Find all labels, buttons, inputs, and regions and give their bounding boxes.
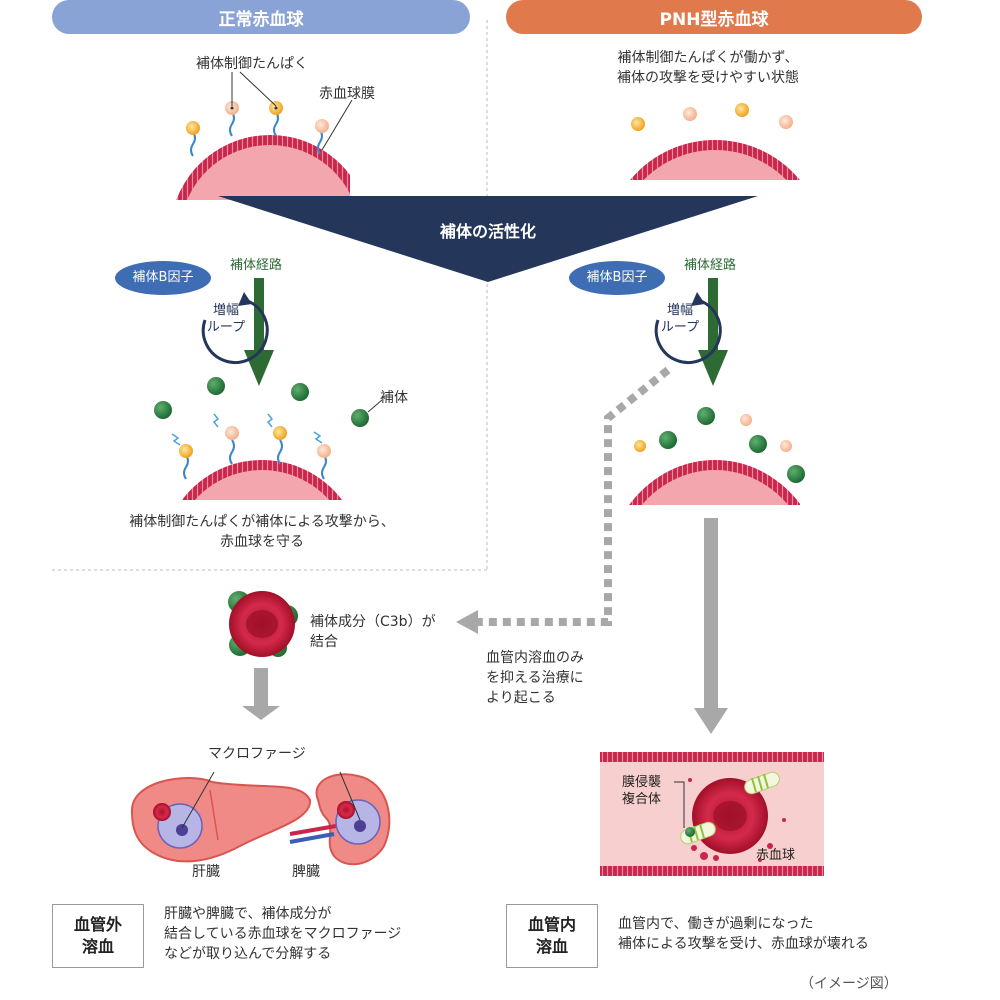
liver-illustration <box>130 771 312 863</box>
c3b-line-2: 結合 <box>310 634 338 650</box>
left-loop-label: 増幅 ループ <box>196 302 256 336</box>
left-header: 正常赤血球 <box>52 0 470 34</box>
extravascular-line-1: 肝臓や脾臓で、補体成分が <box>164 906 332 922</box>
c3b-line-1: 補体成分（C3b）が <box>310 614 436 630</box>
treatment-text: 血管内溶血のみ を抑える治療に より起こる <box>486 648 584 708</box>
macrophage-label: マクロファージ <box>208 746 306 762</box>
activation-funnel <box>218 196 758 282</box>
extravascular-line-3: などが取り込んで分解する <box>164 946 332 962</box>
treatment-line-2: を抑える治療に <box>486 670 584 686</box>
rbc-label: 赤血球 <box>756 848 796 863</box>
right-desc-line-2: 補体の攻撃を受けやすい状態 <box>617 70 799 86</box>
extravascular-tag-line-1: 血管外 <box>73 915 122 934</box>
liver-label: 肝臓 <box>192 864 220 880</box>
treatment-dotted-arrow <box>456 366 671 634</box>
label-regulator-protein: 補体制御たんぱく <box>196 56 308 72</box>
c3b-bound-rbc <box>228 591 298 657</box>
right-desc-line-1: 補体制御たんぱくが働かず、 <box>617 50 799 66</box>
right-factor-b-label: 補体B因子 <box>586 270 648 285</box>
extravascular-line-2: 結合している赤血球をマクロファージ <box>164 926 402 942</box>
left-pathway <box>115 261 274 386</box>
extravascular-text: 肝臓や脾臓で、補体成分が 結合している赤血球をマクロファージ などが取り込んで分… <box>164 904 401 964</box>
label-rbc-membrane: 赤血球膜 <box>319 86 375 102</box>
complement-label: 補体 <box>380 390 408 406</box>
spleen-label: 脾臓 <box>292 864 320 880</box>
intravascular-text: 血管内で、働きが過剰になった 補体による攻撃を受け、赤血球が壊れる <box>618 914 869 954</box>
right-header: PNH型赤血球 <box>506 0 922 34</box>
loop-line-2: ループ <box>206 320 246 335</box>
left-protect-text: 補体制御たんぱくが補体による攻撃から、 赤血球を守る <box>82 512 442 552</box>
loop-line-1: 増幅 <box>212 303 239 318</box>
gray-arrow-right <box>694 518 728 734</box>
intravascular-line-1: 血管内で、働きが過剰になった <box>618 916 814 932</box>
extravascular-tag-line-2: 溶血 <box>81 937 114 956</box>
protect-line-1: 補体制御たんぱくが補体による攻撃から、 <box>129 514 395 530</box>
left-factor-b-label: 補体B因子 <box>132 270 194 285</box>
right-pathway <box>569 261 728 386</box>
loop-line-2: ループ <box>660 320 700 335</box>
intravascular-tag-line-2: 溶血 <box>535 937 568 956</box>
gray-arrow-left <box>242 668 280 720</box>
intravascular-line-2: 補体による攻撃を受け、赤血球が壊れる <box>618 936 869 952</box>
mac-line-2: 複合体 <box>622 792 662 807</box>
mac-line-1: 膜侵襲 <box>622 775 662 790</box>
image-note: （イメージ図） <box>800 976 898 992</box>
loop-line-1: 増幅 <box>666 303 693 318</box>
left-pathway-label: 補体経路 <box>230 258 283 273</box>
right-loop-label: 増幅 ループ <box>650 302 710 336</box>
right-pathway-label: 補体経路 <box>684 258 737 273</box>
treatment-line-1: 血管内溶血のみ <box>486 650 584 666</box>
membrane-attack-complex <box>680 771 780 845</box>
intravascular-tag-line-1: 血管内 <box>527 915 576 934</box>
extravascular-tag: 血管外 溶血 <box>52 904 144 968</box>
regulator-proteins-top <box>186 71 353 157</box>
intravascular-tag: 血管内 溶血 <box>506 904 598 968</box>
protect-line-2: 赤血球を守る <box>220 534 304 550</box>
mac-label: 膜侵襲 複合体 <box>622 774 661 808</box>
blood-vessel <box>600 752 824 876</box>
left-rbc-membrane <box>176 135 350 200</box>
right-attacked-rbc <box>629 407 805 505</box>
right-description: 補体制御たんぱくが働かず、 補体の攻撃を受けやすい状態 <box>608 48 808 88</box>
left-protected-rbc <box>154 377 383 500</box>
spleen-illustration <box>289 771 391 866</box>
right-rbc-membrane <box>630 103 800 180</box>
activation-label: 補体の活性化 <box>439 222 536 241</box>
c3b-label: 補体成分（C3b）が 結合 <box>310 612 436 652</box>
treatment-line-3: より起こる <box>486 690 556 706</box>
